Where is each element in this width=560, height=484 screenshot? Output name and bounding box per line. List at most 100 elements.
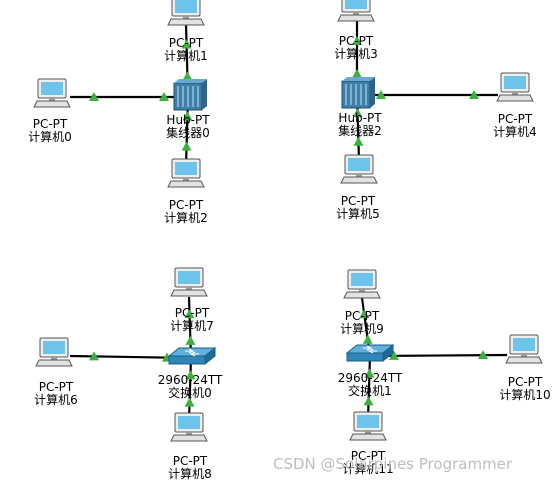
link-line: [187, 357, 193, 421]
device-name: 计算机4: [493, 125, 537, 139]
device-name: 计算机2: [164, 211, 208, 225]
device-name: 计算机1: [164, 49, 208, 63]
link-status-light: [364, 368, 375, 378]
link-status-light: [184, 309, 195, 319]
hub-side: [202, 79, 207, 110]
monitor-screen: [41, 82, 63, 95]
hub-icon-hub0[interactable]: [173, 79, 207, 111]
device-type: PC-PT: [338, 34, 374, 48]
keyboard: [343, 291, 381, 299]
monitor-screen: [345, 0, 367, 9]
link-status-light: [363, 396, 374, 406]
link-status-light: [388, 350, 399, 360]
link-pc10-sw1: [369, 350, 508, 360]
monitor-screen: [513, 338, 535, 351]
pc-icon-pc8[interactable]: [170, 412, 208, 442]
keyboard: [337, 14, 375, 22]
keyboard: [35, 359, 73, 367]
device-name: 计算机6: [34, 393, 78, 407]
keyboard: [167, 18, 205, 26]
device-name: 计算机10: [499, 388, 551, 402]
pc-icon-pc11[interactable]: [349, 411, 387, 441]
device-name: 计算机8: [168, 467, 212, 481]
device-name: 交换机0: [168, 386, 212, 400]
switch-icon-sw1[interactable]: [345, 343, 395, 363]
device-type: 2960-24TT: [157, 373, 223, 387]
pc-icon-pc10[interactable]: [505, 334, 543, 364]
keyboard: [340, 176, 378, 184]
switch-front: [168, 355, 206, 365]
link-status-light: [182, 111, 193, 121]
monitor-stand: [186, 287, 192, 290]
pc-icon-pc1[interactable]: [167, 0, 205, 26]
link-pc4-hub2: [357, 90, 498, 99]
device-name: 计算机3: [334, 47, 378, 61]
pc-icon-pc7[interactable]: [170, 267, 208, 297]
link-status-light: [159, 92, 169, 101]
device-type: Hub-PT: [338, 111, 382, 125]
link-status-light: [185, 370, 196, 380]
device-type: PC-PT: [497, 112, 533, 126]
switch-icon-sw0[interactable]: [167, 346, 217, 366]
keyboard: [33, 100, 71, 108]
pc-icon-pc5[interactable]: [340, 154, 378, 184]
device-name: 计算机11: [342, 462, 394, 476]
device-type: PC-PT: [168, 36, 204, 50]
hub-side: [370, 77, 375, 108]
monitor-stand: [183, 178, 189, 181]
pc-icon-pc6[interactable]: [35, 337, 73, 367]
link-status-light: [181, 39, 192, 49]
device-type: PC-PT: [174, 306, 210, 320]
monitor-screen: [504, 76, 526, 89]
device-type: PC-PT: [32, 117, 68, 131]
pc-icon-pc0[interactable]: [33, 78, 71, 108]
monitor-stand: [512, 92, 518, 95]
link-status-light: [89, 92, 99, 101]
device-name: 计算机0: [28, 130, 72, 144]
switch-front: [346, 352, 384, 362]
monitor-stand: [356, 174, 362, 177]
monitor-screen: [351, 273, 373, 286]
monitor-stand: [359, 289, 365, 292]
link-pc11-sw1: [363, 355, 375, 420]
link-status-light: [352, 108, 363, 118]
device-name: 计算机5: [336, 207, 380, 221]
devices-layer: [33, 0, 543, 442]
device-name: 计算机9: [340, 322, 384, 336]
link-status-light: [181, 141, 192, 151]
device-type: PC-PT: [350, 449, 386, 463]
pc-icon-pc4[interactable]: [496, 72, 534, 102]
link-status-light: [182, 71, 193, 81]
device-type: 2960-24TT: [337, 371, 403, 385]
monitor-stand: [353, 12, 359, 15]
monitor-screen: [178, 271, 200, 284]
link-line: [366, 355, 372, 420]
watermark: CSDN @Solarpines Programmer: [273, 455, 513, 473]
hub-icon-hub2[interactable]: [341, 77, 375, 109]
monitor-screen: [348, 158, 370, 171]
pc-icon-pc2[interactable]: [167, 158, 205, 188]
link-status-light: [353, 136, 364, 146]
pc-icon-pc3[interactable]: [337, 0, 375, 22]
switch-side: [382, 343, 394, 363]
device-name: 交换机1: [348, 384, 392, 398]
link-pc0-hub0: [70, 92, 188, 101]
device-type: Hub-PT: [166, 113, 210, 127]
switch-arrows: [363, 345, 377, 354]
device-type: PC-PT: [168, 198, 204, 212]
link-status-light: [184, 397, 195, 407]
pc-icon-pc9[interactable]: [343, 269, 381, 299]
monitor-screen: [357, 415, 379, 428]
